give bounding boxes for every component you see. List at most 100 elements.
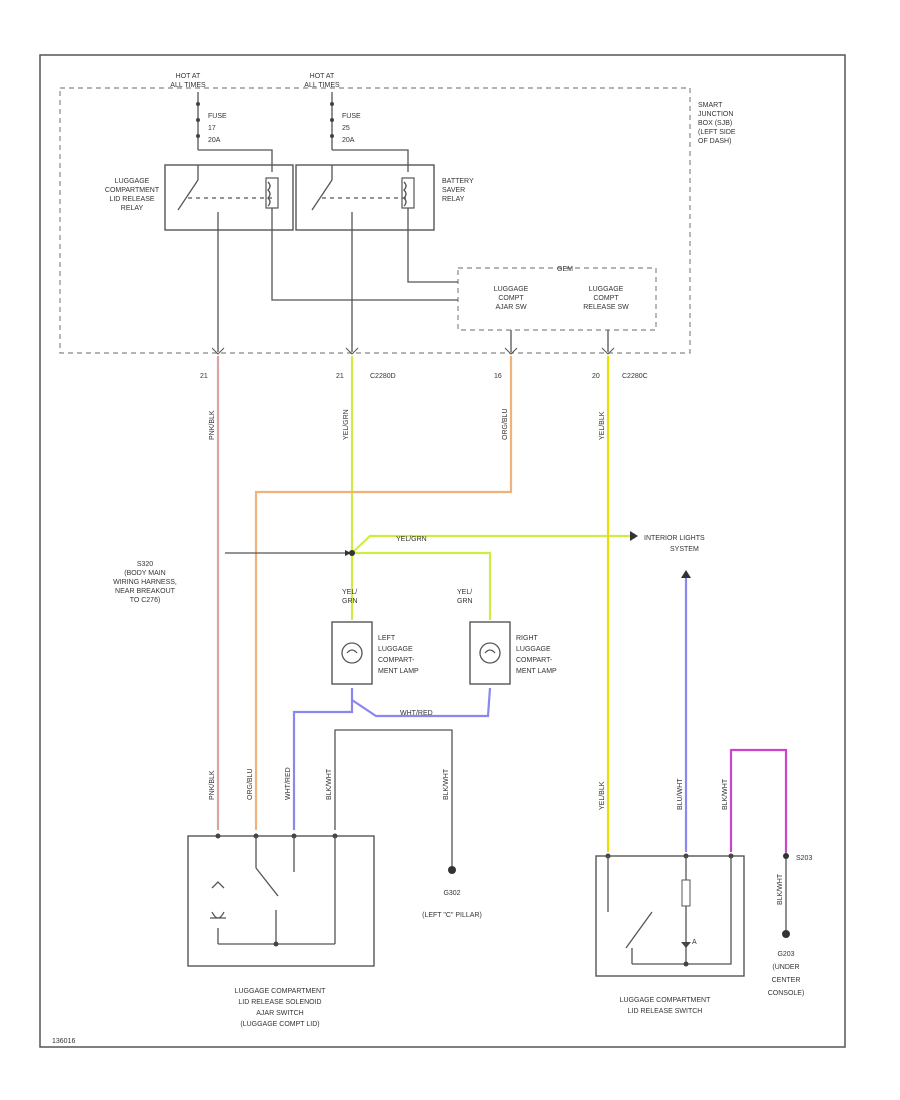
interior-label-1: SYSTEM <box>670 546 699 553</box>
wire-ground-g302 <box>334 729 453 866</box>
left-coil-return <box>271 230 458 301</box>
release-switch-box <box>595 853 745 977</box>
wire-blue-lamp-right <box>351 687 492 718</box>
release-caption-1: LID RELEASE SWITCH <box>628 1008 703 1015</box>
conn-c2280c: C2280C <box>622 373 648 380</box>
solenoid-switch-box <box>187 833 375 967</box>
solenoid-caption-2: AJAR SWITCH <box>256 1010 303 1017</box>
wire-label-yellow: YEL/BLK <box>599 411 606 440</box>
sjb-label-4: OF DASH) <box>698 138 731 145</box>
outer-frame <box>39 54 846 1048</box>
lamp-right-label-2: COMPART- <box>516 657 553 664</box>
pin-16: 16 <box>494 373 502 380</box>
wire-label-blk-2: BLK/WHT <box>443 768 450 800</box>
interior-label-0: INTERIOR LIGHTS <box>644 535 705 542</box>
wire-label-blk-1: BLK/WHT <box>326 768 333 800</box>
hot-label-1b: ALL TIMES <box>170 82 206 89</box>
gem-left-1: COMPT <box>498 295 524 302</box>
g302-label-0: G302 <box>443 890 460 897</box>
wire-yellow-green-interior <box>351 534 630 554</box>
wires <box>216 356 788 852</box>
wire-label-wht-lower: WHT/RED <box>285 767 292 800</box>
lamp-left-label-2: COMPART- <box>378 657 415 664</box>
wire-orange <box>254 356 513 830</box>
gem-label: GEM <box>557 266 573 273</box>
g203-label-1: (UNDER <box>772 964 799 971</box>
fuse1-coil-feed <box>198 149 273 172</box>
splice-label-3: NEAR BREAKOUT <box>115 588 176 595</box>
wire-blue-lamps <box>292 688 354 830</box>
g203-label-3: CONSOLE) <box>768 990 805 997</box>
gem-left-0: LUGGAGE <box>494 286 529 293</box>
lamp-right-label-3: MENT LAMP <box>516 668 557 675</box>
g203-ground-dot <box>782 930 790 938</box>
lamp-right-wire-1: GRN <box>457 598 473 605</box>
gem-right-2: RELEASE SW <box>583 304 629 311</box>
fuse-2-amp: 20A <box>342 137 355 144</box>
sjb-label-2: BOX (SJB) <box>698 120 732 127</box>
fuse-2: FUSE 25 20A <box>330 92 361 150</box>
lamp-left-label-0: LEFT <box>378 635 396 642</box>
relay-left <box>164 164 294 231</box>
splice-dot <box>349 550 355 556</box>
gem-left-2: AJAR SW <box>495 304 527 311</box>
g203-label-2: CENTER <box>772 977 801 984</box>
lamp-right <box>469 621 511 685</box>
lamp-right-wire-0: YEL/ <box>457 589 472 596</box>
g302-label-1: (LEFT "C" PILLAR) <box>422 912 482 919</box>
fuse-1-name: FUSE <box>208 113 227 120</box>
pin-21a: 21 <box>200 373 208 380</box>
s203-label: S203 <box>796 855 812 862</box>
pin-21b: 21 <box>336 373 344 380</box>
wire-label-orange: ORG/BLU <box>502 408 509 440</box>
fuse-1-num: 17 <box>208 125 216 132</box>
sjb-label-1: JUNCTION <box>698 111 733 118</box>
conn-c2280d: C2280D <box>370 373 396 380</box>
g302-ground-dot <box>448 866 456 874</box>
release-caption-0: LUGGAGE COMPARTMENT <box>620 997 711 1004</box>
connector-markers <box>211 347 615 355</box>
wire-violet <box>729 748 788 852</box>
lamp-left-wire-1: GRN <box>342 598 358 605</box>
wire-yellow-green-lamp-right <box>352 551 492 620</box>
relay-left-label-3: RELAY <box>121 205 144 212</box>
sjb-label-0: SMART <box>698 102 723 109</box>
lamp-left-label-1: LUGGAGE <box>378 646 413 653</box>
interior-arrow <box>630 531 638 541</box>
fuse-1-amp: 20A <box>208 137 221 144</box>
fuse-2-num: 25 <box>342 125 350 132</box>
lamp-right-label-0: RIGHT <box>516 635 539 642</box>
s203-dot <box>783 853 789 859</box>
lamp-right-label-1: LUGGAGE <box>516 646 551 653</box>
hot-label-1: HOT AT <box>176 73 201 80</box>
hot-label-2: HOT AT <box>310 73 335 80</box>
lamp-left-wire-0: YEL/ <box>342 589 357 596</box>
solenoid-caption-3: (LUGGAGE COMPT LID) <box>240 1021 319 1028</box>
splice-label-1: (BODY MAIN <box>124 570 166 577</box>
solenoid-caption-0: LUGGAGE COMPARTMENT <box>235 988 326 995</box>
right-coil-return <box>407 230 458 283</box>
relay-right-label-2: RELAY <box>442 196 465 203</box>
splice-label-2: WIRING HARNESS, <box>113 579 177 586</box>
wire-label-blk-3: BLK/WHT <box>722 778 729 810</box>
fuse2-coil-feed <box>332 149 409 172</box>
fuse-1: FUSE 17 20A <box>196 92 227 150</box>
lamp-left <box>331 621 373 685</box>
gem-right-0: LUGGAGE <box>589 286 624 293</box>
wire-label-orange-lower: ORG/BLU <box>247 768 254 800</box>
solenoid-caption-1: LID RELEASE SOLENOID <box>238 999 321 1006</box>
gem-box <box>457 267 657 331</box>
sjb-label-3: (LEFT SIDE <box>698 129 736 136</box>
splice-label-4: TO C276) <box>130 597 161 604</box>
hot-label-2b: ALL TIMES <box>304 82 340 89</box>
release-pin-label: A <box>692 939 697 946</box>
wire-label-yelgrn: YEL/GRN <box>343 409 350 440</box>
wht-red-label: WHT/RED <box>400 710 433 717</box>
pin-20: 20 <box>592 373 600 380</box>
sjb-boundary <box>59 87 691 354</box>
wire-label-pink-lower: PNK/BLK <box>209 770 216 800</box>
wire-label-yel-lower: YEL/BLK <box>599 781 606 810</box>
relay-left-label-1: COMPARTMENT <box>105 187 160 194</box>
gem-right-1: COMPT <box>593 295 619 302</box>
